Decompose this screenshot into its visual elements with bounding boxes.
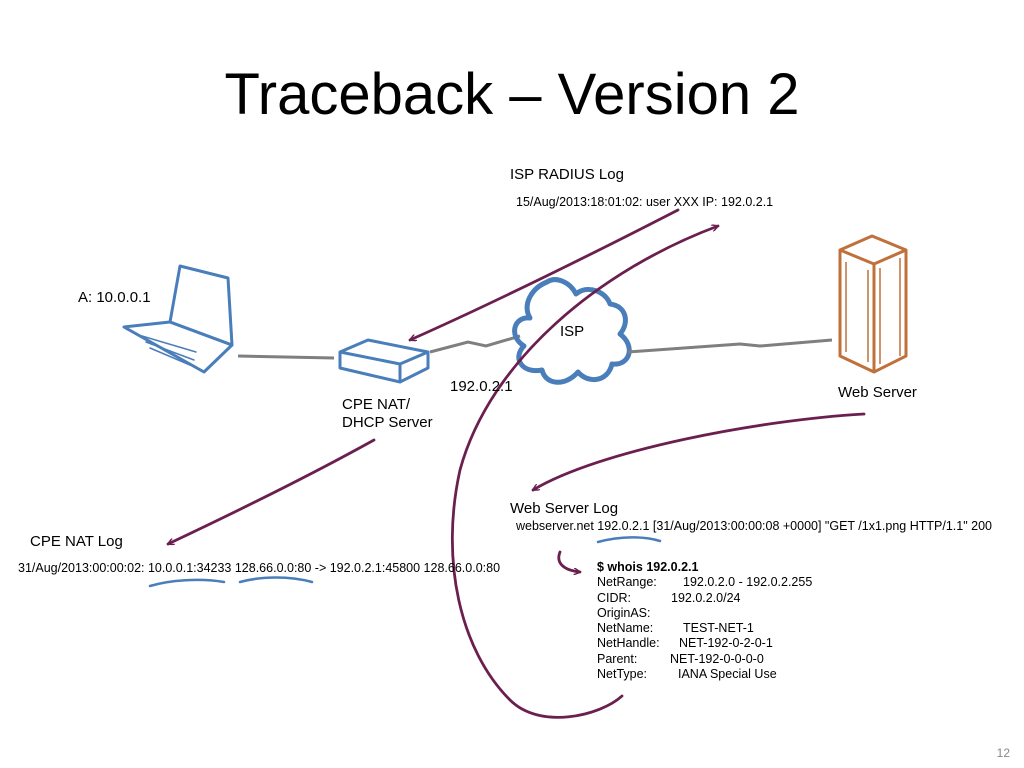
router-icon: [338, 338, 430, 384]
laptop-icon: [122, 264, 234, 374]
whois-output: $ whois 192.0.2.1 NetRange: 192.0.2.0 - 1…: [597, 560, 812, 682]
cpe-label-line1: CPE NAT/: [342, 396, 411, 413]
whois-value: 192.0.2.0/24: [671, 590, 741, 605]
whois-row: NetRange: 192.0.2.0 - 192.0.2.255: [597, 575, 812, 590]
isp-label: ISP: [560, 323, 585, 340]
weblog-entry: webserver.net 192.0.2.1 [31/Aug/2013:00:…: [516, 519, 992, 533]
whois-row: Parent: NET-192-0-0-0-0: [597, 652, 812, 667]
whois-value: NET-192-0-0-0-0: [670, 651, 764, 666]
laptop-label: A: 10.0.0.1: [78, 289, 151, 306]
radius-log-entry: 15/Aug/2013:18:01:02: user XXX IP: 192.0…: [516, 195, 774, 209]
underline-nat-src: [148, 578, 226, 588]
whois-key: CIDR:: [597, 590, 632, 605]
underline-weblog-ip: [596, 536, 662, 544]
whois-key: NetType:: [597, 667, 648, 682]
whois-row: NetName: TEST-NET-1: [597, 621, 812, 636]
arrow-whois-to-radius: [450, 226, 718, 719]
whois-key: NetName:: [597, 621, 654, 636]
weblog-title: Web Server Log: [510, 500, 619, 517]
arrow-weblog-to-whois: [557, 550, 582, 572]
underline-nat-dst: [238, 576, 314, 584]
radius-log-title: ISP RADIUS Log: [510, 166, 624, 183]
isp-ip-label: 192.0.2.1: [450, 378, 513, 395]
whois-row: CIDR: 192.0.2.0/24: [597, 591, 812, 606]
whois-key: NetHandle:: [597, 636, 660, 651]
link-router-isp: [429, 334, 521, 354]
whois-value: TEST-NET-1: [683, 621, 754, 636]
arrow-router-to-natlog: [168, 438, 376, 546]
whois-key: Parent:: [597, 651, 638, 666]
whois-value: IANA Special Use: [678, 667, 777, 682]
page-number: 12: [996, 746, 1010, 760]
natlog-title: CPE NAT Log: [30, 533, 123, 550]
cpe-label-line2: DHCP Server: [342, 414, 433, 431]
whois-command: $ whois 192.0.2.1: [597, 560, 699, 574]
webserver-label: Web Server: [838, 384, 917, 401]
link-laptop-router: [237, 354, 335, 360]
whois-value: NET-192-0-2-0-1: [679, 636, 773, 651]
whois-key: NetRange:: [597, 575, 657, 590]
link-isp-webserver: [627, 338, 833, 354]
slide-title: Traceback – Version 2: [224, 62, 800, 127]
whois-key: OriginAS:: [597, 605, 651, 620]
whois-row: NetType: IANA Special Use: [597, 667, 812, 682]
whois-value: 192.0.2.0 - 192.0.2.255: [683, 575, 813, 590]
whois-row: OriginAS:: [597, 606, 812, 621]
arrow-radius-to-router: [410, 208, 680, 342]
whois-row: NetHandle: NET-192-0-2-0-1: [597, 636, 812, 651]
web-server-icon: [838, 234, 908, 374]
natlog-entry: 31/Aug/2013:00:00:02: 10.0.0.1:34233 128…: [18, 561, 501, 575]
arrow-webserver-to-weblog: [533, 412, 866, 492]
